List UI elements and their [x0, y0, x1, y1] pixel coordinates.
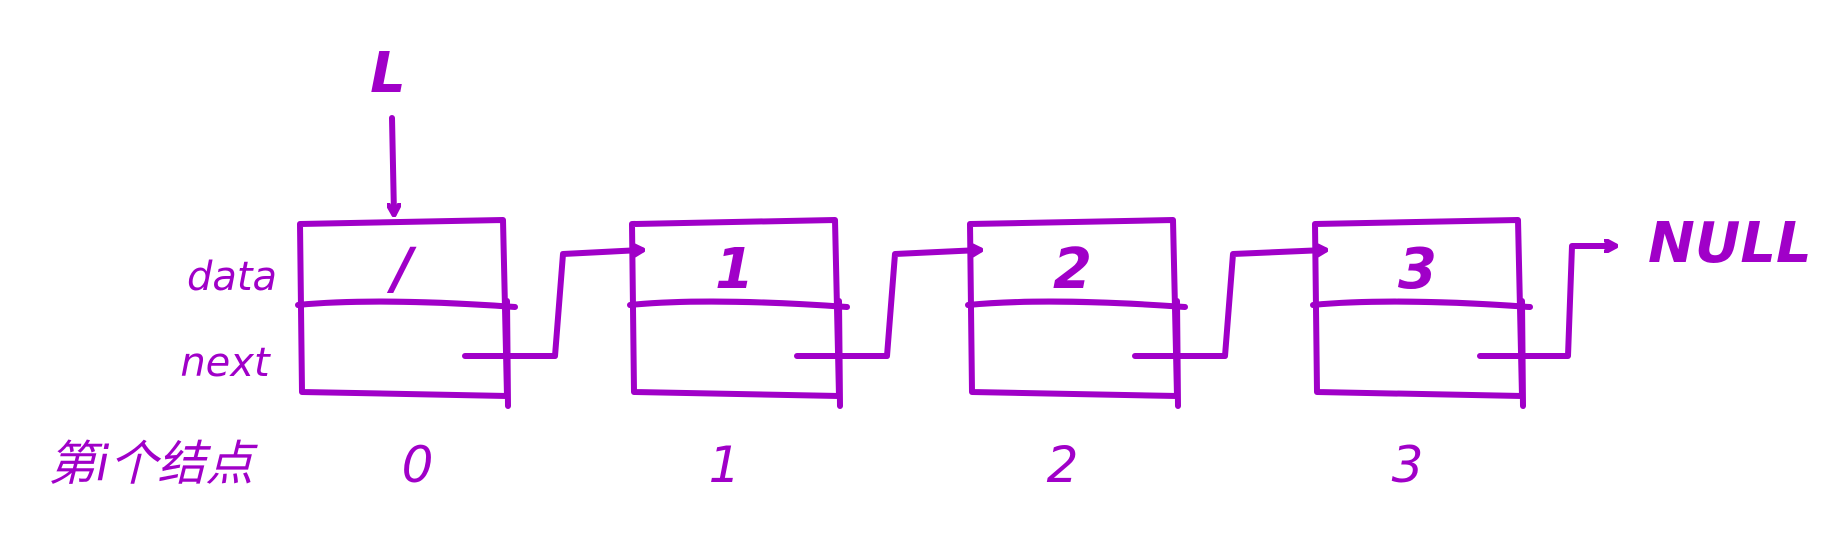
node-data-value: 2	[1053, 237, 1092, 302]
node-field-divider	[965, 298, 1188, 310]
node-data-value: 1	[715, 237, 754, 302]
null-terminator-label: NULL	[1648, 211, 1812, 276]
next-pointer-arrow	[1132, 250, 1325, 359]
node-field-divider	[627, 298, 850, 310]
node-index-label: 0	[402, 436, 434, 494]
node-field-divider	[295, 298, 518, 310]
node-field-divider	[1310, 298, 1533, 310]
node-data-value: 3	[1398, 237, 1437, 302]
next-pointer-arrow	[794, 250, 980, 359]
node-list: / 0 1 1 2 2 3 3	[295, 217, 1618, 494]
null-pointer-arrow	[1477, 246, 1618, 359]
data-field-label: data	[187, 254, 277, 300]
node-index-label: 1	[709, 436, 741, 494]
head-pointer-arrow	[392, 115, 394, 214]
next-field-label: next	[180, 340, 271, 386]
node-index-label: 3	[1392, 436, 1424, 494]
node-index-row-label: 第i个结点	[48, 436, 258, 492]
next-pointer-arrow	[462, 250, 642, 359]
head-pointer-label: L	[370, 41, 406, 106]
node-data-value: /	[386, 237, 417, 302]
node-index-label: 2	[1047, 436, 1079, 494]
